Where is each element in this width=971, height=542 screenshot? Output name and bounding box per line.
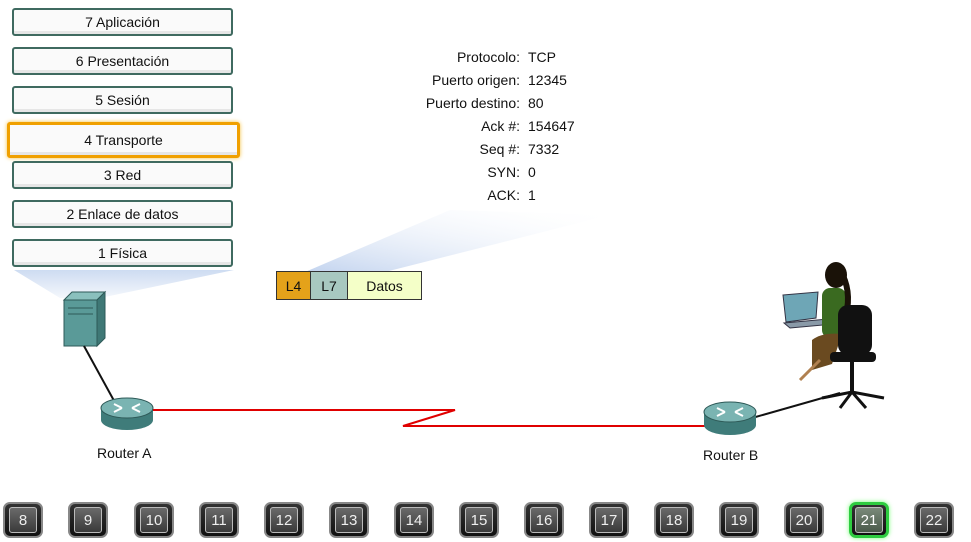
pdu-segment[interactable]: L4 L7 Datos bbox=[276, 271, 422, 300]
nav-page-label: 20 bbox=[790, 507, 818, 533]
user-at-laptop-icon[interactable] bbox=[782, 262, 885, 409]
nav-page-17[interactable]: 17 bbox=[589, 502, 629, 538]
nav-page-label: 11 bbox=[205, 507, 233, 533]
osi-layer-7[interactable]: 7 Aplicación bbox=[12, 8, 233, 36]
osi-layer-6[interactable]: 6 Presentación bbox=[12, 47, 233, 75]
nav-page-label: 10 bbox=[140, 507, 168, 533]
router-b-label: Router B bbox=[703, 447, 759, 463]
nav-page-14[interactable]: 14 bbox=[394, 502, 434, 538]
osi-layer-1[interactable]: 1 Física bbox=[12, 239, 233, 267]
syn-flag-value: 0 bbox=[528, 164, 536, 180]
nav-page-16[interactable]: 16 bbox=[524, 502, 564, 538]
router-a-label: Router A bbox=[97, 445, 152, 461]
nav-page-21[interactable]: 21 bbox=[849, 502, 889, 538]
nav-page-label: 17 bbox=[595, 507, 623, 533]
seq-number-value: 7332 bbox=[528, 141, 560, 157]
seq-number-label: Seq #: bbox=[479, 141, 520, 157]
ack-flag-value: 1 bbox=[528, 187, 536, 203]
nav-page-label: 12 bbox=[270, 507, 298, 533]
nav-page-label: 22 bbox=[920, 507, 948, 533]
source-port-value: 12345 bbox=[528, 72, 567, 88]
nav-page-label: 14 bbox=[400, 507, 428, 533]
nav-page-11[interactable]: 11 bbox=[199, 502, 239, 538]
nav-page-label: 8 bbox=[9, 507, 37, 533]
nav-page-22[interactable]: 22 bbox=[914, 502, 954, 538]
nav-page-19[interactable]: 19 bbox=[719, 502, 759, 538]
nav-page-label: 16 bbox=[530, 507, 558, 533]
router-b-icon[interactable] bbox=[703, 401, 757, 435]
nav-page-13[interactable]: 13 bbox=[329, 502, 369, 538]
nav-page-15[interactable]: 15 bbox=[459, 502, 499, 538]
wan-link bbox=[150, 409, 712, 427]
slide-navigation: 8 9 10 11 12 13 14 15 16 17 18 19 20 21 … bbox=[0, 502, 971, 538]
network-topology bbox=[62, 262, 885, 435]
pdu-l7-header: L7 bbox=[311, 272, 348, 299]
source-port-label: Puerto origen: bbox=[432, 72, 520, 88]
nav-page-label: 21 bbox=[855, 507, 883, 533]
router-a-icon[interactable] bbox=[100, 397, 154, 430]
osi-layer-2[interactable]: 2 Enlace de datos bbox=[12, 200, 233, 228]
nav-page-label: 13 bbox=[335, 507, 363, 533]
segment-header-info: Protocolo: TCP Puerto origen: 12345 Puerto… bbox=[360, 46, 575, 207]
nav-page-10[interactable]: 10 bbox=[134, 502, 174, 538]
syn-flag-label: SYN: bbox=[487, 164, 520, 180]
protocol-label: Protocolo: bbox=[456, 49, 520, 65]
nav-page-8[interactable]: 8 bbox=[3, 502, 43, 538]
nav-page-label: 18 bbox=[660, 507, 688, 533]
nav-page-label: 9 bbox=[74, 507, 102, 533]
ack-number-value: 154647 bbox=[528, 118, 575, 134]
nav-page-20[interactable]: 20 bbox=[784, 502, 824, 538]
nav-page-label: 19 bbox=[725, 507, 753, 533]
nav-page-12[interactable]: 12 bbox=[264, 502, 304, 538]
osi-layer-5[interactable]: 5 Sesión bbox=[12, 86, 233, 114]
destination-port-value: 80 bbox=[528, 95, 544, 111]
ack-flag-label: ACK: bbox=[487, 187, 520, 203]
pdu-data: Datos bbox=[348, 272, 421, 299]
nav-page-label: 15 bbox=[465, 507, 493, 533]
osi-layer-4[interactable]: 4 Transporte bbox=[7, 122, 240, 158]
server-icon[interactable] bbox=[62, 290, 107, 348]
server-link bbox=[83, 345, 119, 409]
ack-number-label: Ack #: bbox=[481, 118, 520, 134]
destination-port-label: Puerto destino: bbox=[425, 95, 520, 111]
pdu-beam bbox=[305, 210, 610, 272]
protocol-value: TCP bbox=[528, 49, 556, 65]
pdu-l4-header: L4 bbox=[277, 272, 311, 299]
server-beam bbox=[14, 270, 234, 298]
nav-page-9[interactable]: 9 bbox=[68, 502, 108, 538]
osi-layer-3[interactable]: 3 Red bbox=[12, 161, 233, 189]
nav-page-18[interactable]: 18 bbox=[654, 502, 694, 538]
